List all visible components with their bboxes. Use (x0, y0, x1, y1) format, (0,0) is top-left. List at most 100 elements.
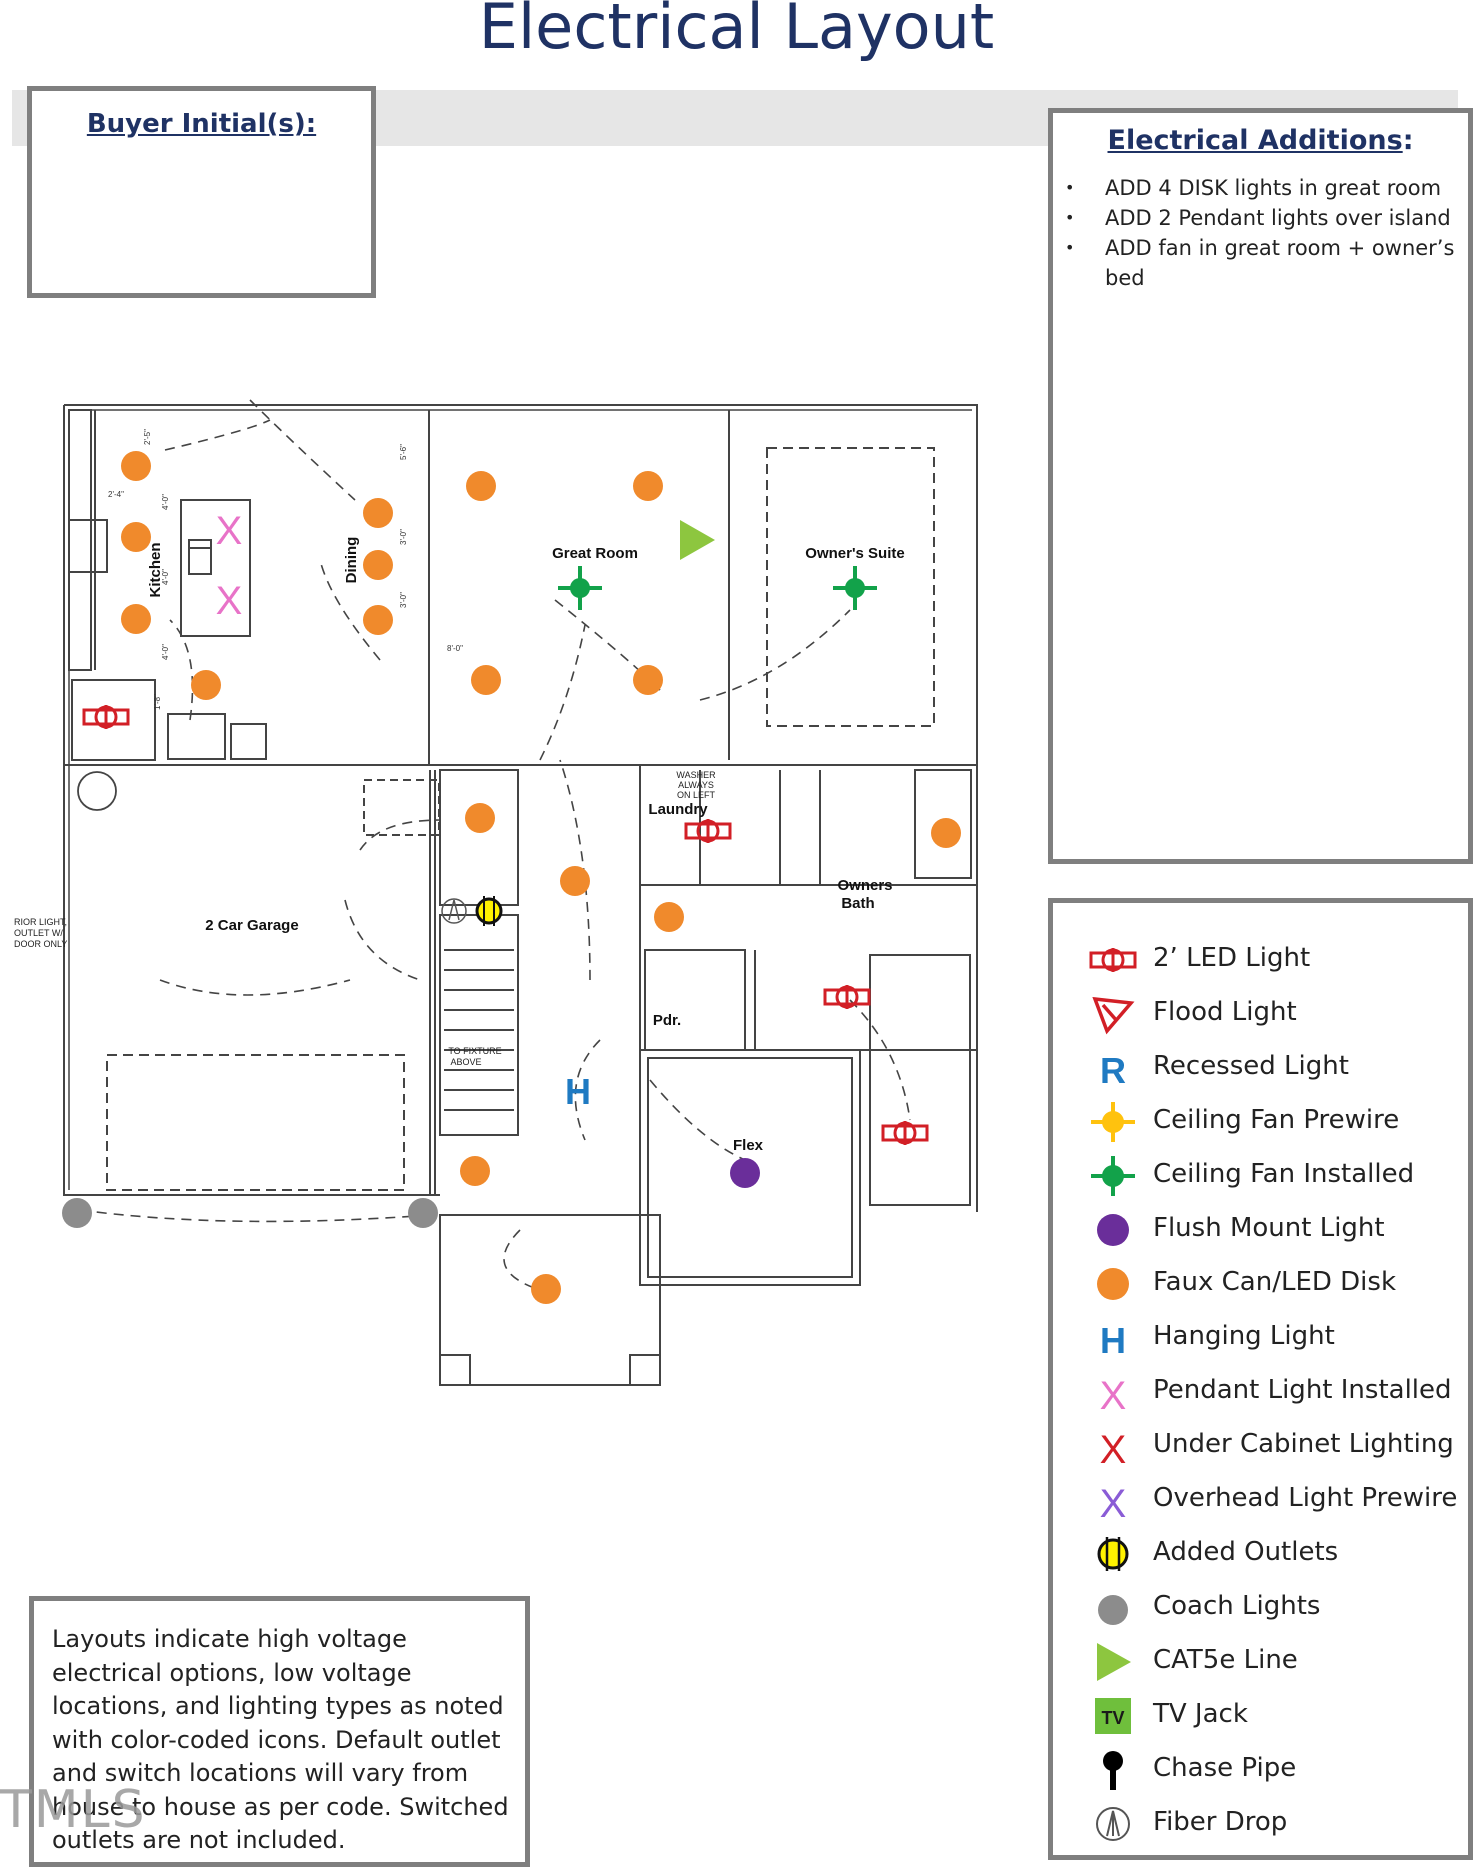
legend-label: Added Outlets (1153, 1537, 1339, 1567)
faux-can-icon (465, 803, 495, 833)
additions-title: Electrical Additions: (1107, 125, 1414, 156)
added-outlet-icon (1097, 1537, 1129, 1571)
legend-row-tv-jack: TV TV Jack (1053, 1689, 1468, 1743)
faux-can-icon (121, 604, 151, 634)
legend-label: CAT5e Line (1153, 1645, 1298, 1675)
faux-can-icon (471, 665, 501, 695)
outer-wall-top (64, 404, 978, 1212)
legend-label: Pendant Light Installed (1153, 1375, 1452, 1405)
watermark: TMLS (0, 1780, 147, 1840)
faux-can-icon (560, 866, 590, 896)
cat5e-icon (680, 520, 715, 560)
ceiling-fan-installed-icon (1091, 1156, 1135, 1196)
outer-wall-left (63, 405, 440, 1196)
legend-box: 2’ LED Light Flood Light R Recessed Ligh… (1048, 898, 1473, 1860)
buyer-initials-box[interactable]: Buyer Initial(s): (27, 86, 376, 298)
legend-label: Recessed Light (1153, 1051, 1349, 1081)
legend-label: 2’ LED Light (1153, 943, 1311, 973)
dimension-label: 3'-0" (399, 592, 408, 608)
hanging-glyph: H (1100, 1320, 1126, 1359)
room-label-owners-suite: Owner's Suite (805, 545, 904, 562)
flush-mount-light-icon (730, 1158, 760, 1188)
faux-can-icon (121, 522, 151, 552)
legend-label: Under Cabinet Lighting (1153, 1429, 1454, 1459)
flush-mount-light-icon (1097, 1214, 1129, 1246)
fiber-drop-icon (441, 898, 467, 924)
pendant-glyph: X (1100, 1374, 1127, 1413)
under-cabinet-icon: X (1100, 1428, 1127, 1467)
legend-row-overhead-prewire: X Overhead Light Prewire (1053, 1473, 1468, 1527)
note-washer-2: ALWAYS (678, 780, 714, 790)
dimension-label: 5'-6" (399, 444, 408, 460)
room-label-garage: 2 Car Garage (205, 917, 298, 934)
pendant-light-icon: X (216, 579, 243, 623)
faux-can-icon (1097, 1268, 1129, 1300)
ceiling-fan-prewire-icon (1091, 1102, 1135, 1142)
legend-row-faux-can: Faux Can/LED Disk (1053, 1257, 1468, 1311)
room-label-great-room: Great Room (552, 545, 638, 562)
faux-can-icon (633, 471, 663, 501)
faux-can-icon (633, 665, 663, 695)
note-fixture-2: ABOVE (450, 1057, 481, 1067)
note-washer-1: WASHER (676, 770, 716, 780)
room-label-kitchen: Kitchen (147, 542, 164, 597)
pendant-light-icon: X (1100, 1374, 1127, 1413)
legend-row-cat5e: CAT5e Line (1053, 1635, 1468, 1689)
dimension-label: 8'-0" (447, 644, 463, 653)
dimension-label: 1'-8" (153, 694, 162, 710)
ceiling-fan-installed-icon (833, 566, 877, 610)
electrical-additions-box: Electrical Additions: ADD 4 DISK lights … (1048, 108, 1473, 864)
addition-item: ADD 2 Pendant lights over island (1065, 203, 1458, 233)
disclaimer-box: Layouts indicate high voltage electrical… (29, 1596, 530, 1867)
faux-can-icon (460, 1156, 490, 1186)
faux-can-icon (121, 451, 151, 481)
coach-light-icon (408, 1198, 438, 1228)
legend-label: Faux Can/LED Disk (1153, 1267, 1397, 1297)
cat5e-icon (1097, 1643, 1131, 1681)
legend-label: Flush Mount Light (1153, 1213, 1385, 1243)
note-garage-3: DOOR ONLY (14, 939, 67, 949)
chase-pipe-icon (1103, 1751, 1123, 1790)
tv-jack-icon: TV (1095, 1698, 1131, 1734)
overhead-prewire-icon: X (1100, 1482, 1127, 1521)
note-garage-1: RIOR LIGHT, (14, 917, 67, 927)
faux-can-icon (931, 818, 961, 848)
legend-row-flood-light: Flood Light (1053, 987, 1468, 1041)
page-title: Electrical Layout (478, 0, 995, 63)
legend-label: Ceiling Fan Installed (1153, 1159, 1415, 1189)
floor-plan: Kitchen Dining Great Room Owner's Suite … (14, 399, 978, 1386)
legend-label: Fiber Drop (1153, 1807, 1288, 1837)
faux-can-icon (191, 670, 221, 700)
legend-label: Hanging Light (1153, 1321, 1335, 1351)
faux-can-icon (363, 605, 393, 635)
addition-item: ADD fan in great room + owner’s bed (1065, 233, 1458, 293)
disclaimer-text: Layouts indicate high voltage electrical… (52, 1625, 509, 1854)
legend-row-flush-mount: Flush Mount Light (1053, 1203, 1468, 1257)
additions-list: ADD 4 DISK lights in great room ADD 2 Pe… (1065, 173, 1458, 293)
legend-row-coach-lights: Coach Lights (1053, 1581, 1468, 1635)
overhead-glyph: X (1100, 1482, 1127, 1521)
legend-row-under-cabinet: X Under Cabinet Lighting (1053, 1419, 1468, 1473)
legend-label: Overhead Light Prewire (1153, 1483, 1458, 1513)
tv-glyph: TV (1101, 1708, 1124, 1728)
legend-row-pendant-light: X Pendant Light Installed (1053, 1365, 1468, 1419)
room-label-owners-bath: Owners (837, 877, 892, 894)
led-light-icon (82, 705, 130, 729)
dimension-label: 2'-4" (108, 490, 124, 499)
dimension-label: 3'-0" (399, 529, 408, 545)
recessed-light-icon: R (1100, 1050, 1126, 1089)
ceiling-fan-installed-icon (558, 566, 602, 610)
legend-row-recessed-light: R Recessed Light (1053, 1041, 1468, 1095)
pendant-light-icon: X (216, 509, 243, 553)
buyer-initials-label: Buyer Initial(s): (86, 109, 317, 139)
room-label-powder: Pdr. (653, 1012, 681, 1029)
room-label-dining: Dining (343, 537, 360, 584)
flood-light-icon (1092, 996, 1135, 1035)
legend-row-hanging-light: H Hanging Light (1053, 1311, 1468, 1365)
dimension-label: 4'-0" (161, 494, 170, 510)
led-light-icon (881, 1121, 929, 1145)
fiber-drop-icon (1096, 1807, 1130, 1841)
legend-label: TV Jack (1153, 1699, 1248, 1729)
dimension-label: 2'-5" (143, 429, 152, 445)
note-fixture-1: TO FIXTURE (448, 1046, 501, 1056)
